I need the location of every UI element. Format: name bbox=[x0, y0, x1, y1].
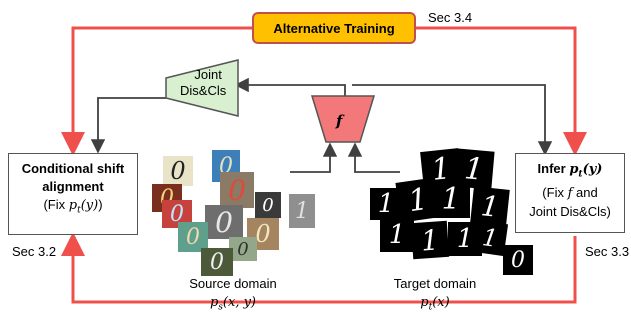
source-formula-arg: (x, y) bbox=[222, 295, 257, 310]
source-digit-11: 0 bbox=[237, 238, 249, 260]
source-thumb-1: 0 bbox=[163, 156, 193, 186]
conditional-fix-line: (Fix pt(y)) bbox=[9, 196, 137, 220]
infer-title-math: p bbox=[569, 162, 579, 177]
target-thumb-11: 0 bbox=[503, 245, 533, 275]
f-to-infer-arrow bbox=[352, 84, 553, 156]
target-digit-7: 1 bbox=[388, 220, 406, 250]
conditional-fix-sub: t bbox=[77, 205, 81, 216]
target-domain-label: Target domain bbox=[393, 276, 477, 291]
target-formula-p: p bbox=[420, 295, 429, 310]
target-thumb-5: 1 bbox=[432, 180, 470, 218]
source-thumb-12: 0 bbox=[201, 248, 233, 276]
alternative-training-label: Alternative Training bbox=[273, 20, 395, 36]
target-digit-11: 0 bbox=[511, 247, 525, 273]
infer-line2-suffix: and bbox=[572, 184, 598, 200]
feature-extractor-trapezoid bbox=[310, 95, 376, 143]
infer-line2: (Fix f and bbox=[516, 184, 624, 203]
conditional-fix-arg: (y) bbox=[80, 198, 99, 213]
section-label-3-4: Sec 3.4 bbox=[428, 10, 473, 25]
training-loop bbox=[61, 26, 587, 304]
target-digit-5: 1 bbox=[441, 181, 461, 217]
infer-line2-prefix: (Fix bbox=[542, 184, 568, 200]
section-label-3-2: Sec 3.2 bbox=[12, 244, 57, 259]
source-thumb-11: 0 bbox=[229, 237, 257, 261]
source-formula-sub: s bbox=[218, 302, 223, 313]
source-thumb-6: 0 bbox=[255, 192, 281, 218]
conditional-shift-box: Conditional shift alignment (Fix pt(y)) bbox=[8, 153, 138, 235]
source-thumb-8: 0 bbox=[178, 222, 208, 252]
source-domain-label: Source domain bbox=[189, 276, 277, 291]
source-domain-formula: ps(x, y) bbox=[168, 293, 298, 317]
source-digit-12: 0 bbox=[210, 249, 224, 275]
source-digit-8: 0 bbox=[186, 224, 200, 250]
feature-extractor-label: f bbox=[336, 112, 343, 130]
gray-arrows bbox=[90, 77, 553, 173]
joint-label-line2: Dis&Cls bbox=[180, 83, 227, 98]
infer-line3: Joint Dis&Cls) bbox=[529, 203, 611, 219]
infer-title-prefix: Infer bbox=[537, 161, 570, 176]
source-digit-9: 0 bbox=[255, 220, 271, 248]
source-digit-10: 1 bbox=[295, 198, 309, 224]
target-domain-caption: Target domain pt(x) bbox=[375, 275, 495, 317]
conditional-title-line2: alignment bbox=[42, 179, 104, 194]
infer-box: Infer pt(y) (Fix f and Joint Dis&Cls) bbox=[515, 153, 625, 233]
alternative-training-box: Alternative Training bbox=[252, 12, 416, 44]
source-thumb-10: 1 bbox=[289, 194, 315, 228]
joint-trapezoid bbox=[165, 59, 239, 117]
target-digit-9: 1 bbox=[456, 224, 474, 254]
infer-title: Infer pt(y) bbox=[516, 160, 624, 184]
loop-top-left bbox=[61, 26, 252, 156]
source-thumb-5: 0 bbox=[220, 172, 254, 208]
target-domain-formula: pt(x) bbox=[375, 293, 495, 317]
source-formula-p: p bbox=[209, 295, 219, 310]
joint-dis-cls-label: Joint Dis&Cls bbox=[180, 67, 226, 99]
source-digit-3: 0 bbox=[170, 201, 184, 227]
section-label-3-3: Sec 3.3 bbox=[585, 244, 630, 259]
target-to-f-arrow bbox=[347, 142, 400, 173]
source-thumb-7: 0 bbox=[205, 205, 243, 239]
joint-to-conditional-arrow bbox=[90, 97, 166, 154]
conditional-title-line1: Conditional shift bbox=[21, 161, 125, 176]
infer-title-sub: t bbox=[578, 169, 583, 180]
target-digit-8: 1 bbox=[419, 222, 441, 258]
loop-top-right bbox=[416, 26, 587, 156]
conditional-fix-prefix: (Fix bbox=[43, 197, 69, 212]
target-digit-3: 1 bbox=[377, 189, 395, 219]
joint-label-line1: Joint bbox=[194, 67, 222, 82]
source-digit-6: 0 bbox=[262, 194, 274, 216]
conditional-fix-suffix: ) bbox=[98, 197, 103, 212]
target-thumb-7: 1 bbox=[380, 218, 414, 252]
source-to-f-arrow bbox=[290, 142, 338, 173]
target-thumb-8: 1 bbox=[410, 220, 450, 260]
conditional-fix-math: p bbox=[68, 198, 78, 213]
f-to-joint-arrow bbox=[234, 77, 346, 98]
infer-title-arg: (y) bbox=[582, 162, 603, 177]
target-formula-sub: t bbox=[428, 302, 433, 313]
source-digit-1: 0 bbox=[170, 157, 186, 185]
source-digit-5: 0 bbox=[228, 173, 246, 207]
target-formula-arg: (x) bbox=[432, 295, 450, 310]
loop-bottom bbox=[61, 232, 577, 304]
source-domain-caption: Source domain ps(x, y) bbox=[168, 275, 298, 317]
infer-line2-math: f bbox=[567, 185, 573, 201]
source-digit-7: 0 bbox=[215, 205, 233, 239]
